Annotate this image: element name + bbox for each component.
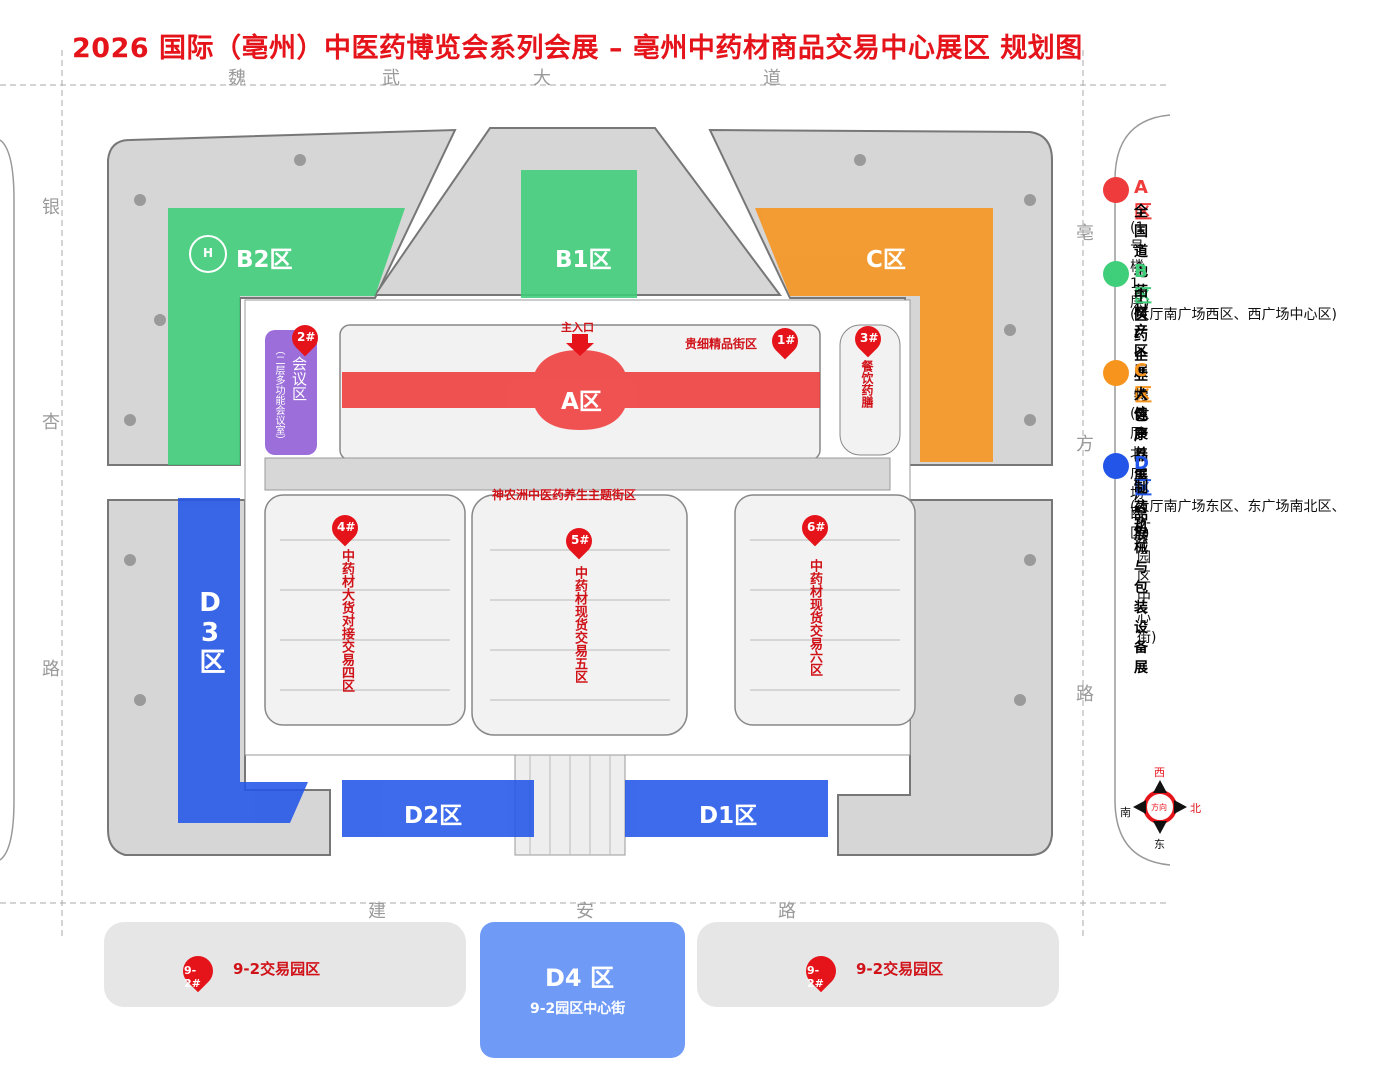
zone-b1-label: B1区 <box>555 247 612 273</box>
zone-b2-label: B2区 <box>236 247 293 273</box>
zone-a-label: A区 <box>561 389 602 415</box>
meeting-label: 会议区 <box>290 356 308 401</box>
park-left-label: 9-2交易园区 <box>233 960 321 978</box>
page-title: 2026 国际（亳州）中医药博览会系列会展 – 亳州中药材商品交易中心展区 规划… <box>72 33 1083 64</box>
zone-c-label: C区 <box>866 247 906 273</box>
legend-dot-icon <box>1103 261 1129 287</box>
main-entrance-label: 主入口 <box>561 321 594 334</box>
pin-3[interactable]: 3# <box>849 320 887 358</box>
legend-sub: (大厅南广场西区、西广场中心区) <box>1130 307 1337 323</box>
pin-label: 3# <box>860 331 879 345</box>
helipad-marker: H <box>203 246 214 260</box>
legend-sub: (大厅北广场西区) <box>1130 406 1150 542</box>
compass-west: 西 <box>1154 766 1165 779</box>
legend-dot-icon <box>1103 453 1129 479</box>
legend-title: 全国道地药材产区展 <box>1134 204 1148 380</box>
pin-5[interactable]: 5# <box>560 522 598 560</box>
road-left-char: 杏 <box>42 412 60 433</box>
zone-d4-label: D4 区 <box>545 964 614 992</box>
park-right-label: 9-2交易园区 <box>856 960 944 978</box>
road-left-char: 银 <box>42 197 60 218</box>
legend-dot-icon <box>1103 360 1129 386</box>
pin-6[interactable]: 6# <box>796 509 834 547</box>
pin-label: 5# <box>571 533 590 547</box>
legend-title: 大健康养生产品展 <box>1134 387 1148 543</box>
road-top-char: 武 <box>382 68 400 89</box>
dining-label: 餐饮药膳 <box>860 360 874 408</box>
hall-4-label: 中药材大货对接交易四区 <box>339 549 354 692</box>
legend-sub: 9-2园区中心街) <box>1137 515 1157 646</box>
road-bottom-char: 安 <box>576 901 594 922</box>
pin-1[interactable]: 1# <box>766 322 804 360</box>
compass-south: 南 <box>1120 806 1131 819</box>
zone-d4-sub-label: 9-2园区中心街 <box>530 1001 626 1017</box>
road-left-char: 路 <box>42 659 60 680</box>
legend-head: A区 <box>1134 177 1152 223</box>
zone-d3-label: D3区 <box>195 588 225 674</box>
pin-label: 9-2# <box>184 964 201 990</box>
pin-2[interactable]: 2# <box>286 319 324 357</box>
hall-5-label: 中药材现货交易五区 <box>572 566 587 683</box>
legend-title: 中医药企业特色产品展 <box>1134 288 1148 484</box>
road-top-char: 大 <box>533 68 551 89</box>
legend-dot-icon <box>1103 177 1129 203</box>
legend-sub: (1号楼1层) <box>1130 220 1150 311</box>
zone-d2-label: D2区 <box>404 803 463 829</box>
hall-6-label: 中药材现货交易六区 <box>807 559 822 676</box>
pin-label: 9-2# <box>807 964 824 990</box>
pin-label: 2# <box>297 330 316 344</box>
legend-head: C区 <box>1134 360 1152 406</box>
pin-9-2-right[interactable]: 9-2# <box>799 949 843 993</box>
compass-north: 北 <box>1190 802 1201 815</box>
legend-head: B区 <box>1134 261 1152 307</box>
pin-4[interactable]: 4# <box>326 509 364 547</box>
legend-sub: (大厅南广场东区、东广场南北区、 <box>1130 499 1346 515</box>
compass-icon: 方向 <box>1151 803 1167 812</box>
legend-head: D区 <box>1134 453 1152 499</box>
meeting-sub-label: （二层多功能会议室） <box>273 345 284 445</box>
road-right-char: 方 <box>1076 434 1094 455</box>
compass-east: 东 <box>1154 838 1165 851</box>
road-top-char: 道 <box>763 68 781 89</box>
legend-title: 制药机械与包装设备展 <box>1134 480 1148 676</box>
street-1-label: 贵细精品街区 <box>685 337 758 351</box>
road-right-char: 亳 <box>1076 223 1094 244</box>
road-right-char: 路 <box>1076 684 1094 705</box>
pin-label: 6# <box>807 520 826 534</box>
pin-label: 4# <box>337 520 356 534</box>
pin-9-2-left[interactable]: 9-2# <box>176 949 220 993</box>
road-top-char: 魏 <box>228 68 246 89</box>
zone-d1-label: D1区 <box>699 803 758 829</box>
road-bottom-char: 路 <box>778 901 796 922</box>
road-bottom-char: 建 <box>368 901 386 922</box>
pin-label: 1# <box>777 333 796 347</box>
theme-street-label: 神农洲中医药养生主题街区 <box>492 488 637 502</box>
